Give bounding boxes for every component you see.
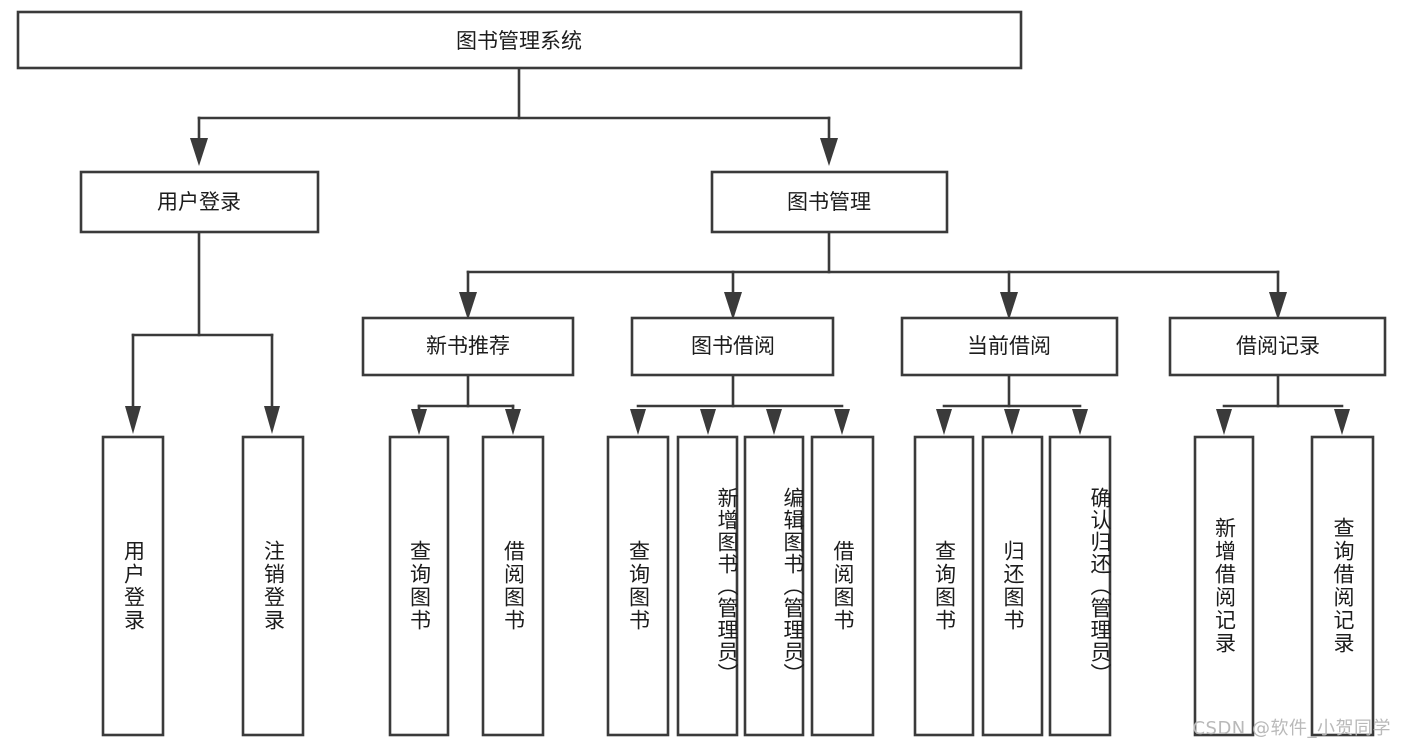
connector-userlogin-to-leaves [125,230,280,434]
node-book-management[interactable]: 图书管理 [710,170,949,234]
connector-bookmgmt-to-level2 [459,230,1287,320]
node-new-book-recommend-box[interactable] [361,316,575,377]
leaf-label-query-book-2: 查询图书 [626,540,651,632]
leaf-box-query-book-1[interactable] [388,435,450,737]
arrow-head-icon [459,292,477,320]
node-root[interactable]: 图书管理系统 [16,10,1023,70]
node-borrow-record[interactable]: 借阅记录 [1168,316,1387,377]
leaf-label-query-book-3: 查询图书 [932,540,957,632]
leaf-label-return-book: 归还图书 [1001,540,1025,632]
node-book-borrow-box[interactable] [630,316,835,377]
leaf-box-return-book[interactable] [981,435,1044,737]
node-root-label: 图书管理系统 [456,29,582,53]
arrow-head-icon [724,292,742,320]
leaf-label-user-login: 用户登录 [121,540,146,632]
node-user-login[interactable]: 用户登录 [79,170,320,234]
arrow-head-icon [766,409,782,435]
arrow-head-icon [1334,409,1350,435]
leaf-label-edit-book: 编辑图书（管理员） [781,487,805,685]
connector-bookborrow-to-leaves [630,373,850,435]
leaf-label-logout: 注销登录 [261,540,286,632]
node-book-management-box[interactable] [710,170,949,234]
node-book-borrow[interactable]: 图书借阅 [630,316,835,377]
node-book-management-label: 图书管理 [787,190,871,214]
arrow-head-icon [505,409,521,435]
arrow-head-icon [1216,409,1232,435]
leaf-label-add-borrow-record: 新增借阅记录 [1212,517,1237,655]
leaf-label-add-book: 新增图书（管理员） [715,487,739,685]
arrow-head-icon [1269,292,1287,320]
leaf-box-logout[interactable] [241,435,305,737]
leaf-box-borrow-book-1[interactable] [481,435,545,737]
leaf-box-edit-book[interactable] [743,435,805,737]
leaf-label-query-borrow-record: 查询借阅记录 [1331,517,1355,655]
leaf-box-user-login[interactable] [101,435,165,737]
connector-borrowrecord-to-leaves [1216,373,1350,435]
connector-currentborrow-to-leaves [936,373,1088,435]
node-borrow-record-label: 借阅记录 [1236,334,1320,358]
arrow-head-icon [190,138,208,166]
arrow-head-icon [820,138,838,166]
node-current-borrow[interactable]: 当前借阅 [900,316,1119,377]
leaf-label-borrow-book-2: 借阅图书 [831,540,855,632]
node-current-borrow-box[interactable] [900,316,1119,377]
leaf-label-confirm-return: 确认归还（管理员） [1088,487,1112,685]
node-current-borrow-label: 当前借阅 [967,334,1051,358]
arrow-head-icon [1000,292,1018,320]
connector-root-to-level1 [190,66,838,166]
arrow-head-icon [936,409,952,435]
leaf-box-query-book-3[interactable] [913,435,975,737]
leaf-box-confirm-return[interactable] [1048,435,1112,737]
node-book-borrow-label: 图书借阅 [691,334,775,358]
node-new-book-recommend[interactable]: 新书推荐 [361,316,575,377]
arrow-head-icon [630,409,646,435]
arrow-head-icon [1004,409,1020,435]
node-user-login-box[interactable] [79,170,320,234]
connector-newbook-to-leaves [411,373,521,435]
leaf-label-borrow-book-1: 借阅图书 [501,540,526,632]
arrow-head-icon [264,406,280,434]
leaf-box-borrow-book-2[interactable] [810,435,875,737]
leaf-box-add-book[interactable] [676,435,739,737]
leaf-box-query-book-2[interactable] [606,435,670,737]
node-root-box[interactable] [16,10,1023,70]
leaf-boxes [101,435,1375,737]
arrow-head-icon [1072,409,1088,435]
node-user-login-label: 用户登录 [157,190,241,214]
arrow-head-icon [125,406,141,434]
arrow-head-icon [411,409,427,435]
arrow-head-icon [700,409,716,435]
leaf-box-query-borrow-record[interactable] [1310,435,1375,737]
node-borrow-record-box[interactable] [1168,316,1387,377]
arrow-head-icon [834,409,850,435]
leaf-label-query-book-1: 查询图书 [407,540,432,632]
leaf-box-add-borrow-record[interactable] [1193,435,1255,737]
node-new-book-recommend-label: 新书推荐 [426,334,510,358]
